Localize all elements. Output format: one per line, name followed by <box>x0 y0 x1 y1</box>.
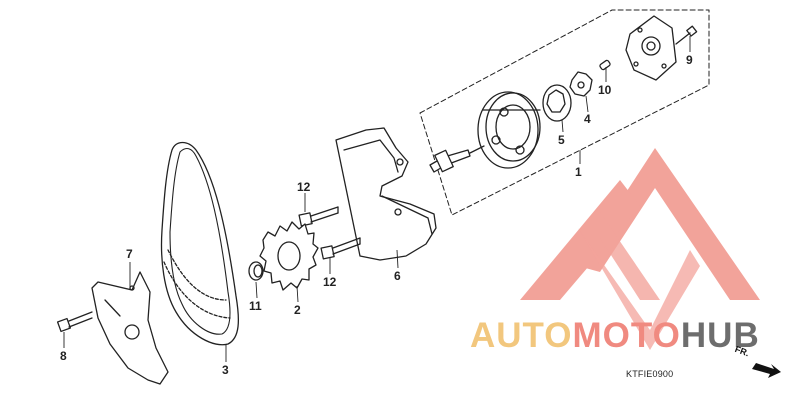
cover-screw <box>675 25 698 45</box>
bolt-upper <box>298 206 339 227</box>
guide-bolt <box>56 311 93 333</box>
wordmark-part-hub: HUB <box>680 316 760 355</box>
part-label-12-upper: 12 <box>297 180 311 194</box>
diagram-code: KTFIE0900 <box>626 369 674 379</box>
outer-rotor <box>542 84 572 122</box>
pump-cover-plate <box>625 15 677 81</box>
chain-guide-plate <box>91 271 169 385</box>
washer <box>248 261 264 281</box>
wordmark-part-moto: MOTO <box>572 316 681 355</box>
part-label-3: 3 <box>222 363 229 377</box>
wordmark-part-auto: AUTO <box>470 316 573 355</box>
part-label-11: 11 <box>249 299 262 313</box>
chain-cover <box>335 127 437 261</box>
watermark-wordmark: AUTOMOTOHUB <box>470 316 760 356</box>
pump-shaft <box>429 145 485 173</box>
part-label-6: 6 <box>394 269 401 283</box>
part-label-7: 7 <box>126 247 133 261</box>
drive-sprocket <box>259 221 319 291</box>
dowel-pin <box>599 59 611 71</box>
part-label-1: 1 <box>575 165 582 179</box>
part-label-9: 9 <box>686 53 693 67</box>
part-label-12-lower: 12 <box>323 275 337 289</box>
leader-lines <box>63 36 691 362</box>
oil-pump-assembly-box <box>419 9 710 216</box>
part-label-10: 10 <box>598 83 612 97</box>
pump-body <box>477 91 541 169</box>
bolt-lower <box>320 237 361 260</box>
part-label-8: 8 <box>60 349 67 363</box>
part-label-5: 5 <box>558 133 565 147</box>
drive-chain <box>160 141 240 346</box>
part-label-4: 4 <box>584 112 591 126</box>
front-direction-arrow <box>752 363 781 378</box>
watermark-logo <box>520 148 760 350</box>
part-label-2: 2 <box>294 303 301 317</box>
inner-rotor <box>569 71 593 97</box>
